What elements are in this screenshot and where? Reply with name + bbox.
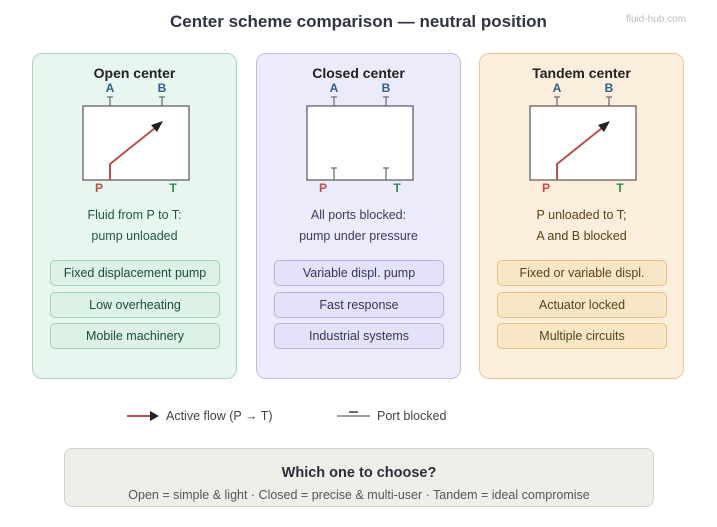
desc-line: All ports blocked: [310, 208, 407, 222]
port-t-label: T [393, 181, 401, 195]
feature-pill: Fast response [274, 291, 444, 318]
feature-pill: Multiple circuits [497, 323, 667, 349]
card-title: Closed center [312, 65, 405, 81]
port-b-label: B [382, 81, 391, 95]
valve-symbol-closed: A B P T [306, 81, 414, 195]
feature-pill: Industrial systems [274, 323, 444, 349]
desc-line: pump under pressure [299, 229, 418, 243]
page-title: Center scheme comparison — neutral posit… [170, 12, 547, 31]
port-p-label: P [319, 181, 327, 195]
card-description: All ports blocked: pump under pressure [257, 205, 460, 247]
port-b-label: B [158, 81, 167, 95]
port-a-label: A [106, 81, 115, 95]
port-b-label: B [605, 81, 614, 95]
card-description: Fluid from P to T: pump unloaded [33, 205, 236, 247]
card-closed-center: Closed center A B P T All ports blocked:… [256, 53, 461, 379]
feature-pill: Actuator locked [497, 291, 667, 318]
card-tandem-center: Tandem center A B P T P unloaded to T; A… [479, 53, 684, 379]
watermark: fluid-hub.com [626, 14, 687, 25]
valve-body [306, 105, 414, 181]
feature-pill: Low overheating [50, 291, 220, 318]
flow-arrow [556, 123, 608, 180]
flow-arrow [109, 123, 161, 180]
card-title: Open center [93, 65, 176, 81]
arrowhead-icon [598, 121, 610, 132]
desc-line: pump unloaded [91, 229, 178, 243]
port-p-label: P [542, 181, 550, 195]
legend: Active flow (P → T) Port blocked [0, 404, 717, 430]
valve-symbol-open: A B P T [82, 81, 190, 195]
recommendation-heading: Which one to choose? [281, 465, 437, 481]
port-p-label: P [95, 181, 103, 195]
port-a-label: A [330, 81, 339, 95]
recommendation-box: Which one to choose? Open = simple & lig… [64, 448, 654, 507]
legend-blocked-label: Port blocked [377, 409, 447, 423]
card-open-center: Open center A B P T Fluid from P to T: p… [32, 53, 237, 379]
port-t-label: T [616, 181, 624, 195]
card-description: P unloaded to T; A and B blocked [480, 205, 683, 247]
card-title: Tandem center [532, 65, 631, 81]
feature-list: Variable displ. pump Fast response Indus… [274, 260, 444, 355]
feature-pill: Variable displ. pump [274, 260, 444, 286]
feature-pill: Fixed or variable displ. [497, 260, 667, 286]
feature-pill: Fixed displacement pump [50, 260, 220, 286]
port-t-label: T [169, 181, 177, 195]
legend-flow-label: Active flow (P → T) [166, 409, 273, 423]
flow-arrow-icon [127, 411, 159, 421]
feature-list: Fixed displacement pump Low overheating … [50, 260, 220, 355]
feature-pill: Mobile machinery [50, 323, 220, 349]
desc-line: Fluid from P to T: [87, 208, 182, 222]
desc-line: A and B blocked [536, 229, 627, 243]
valve-symbol-tandem: A B P T [529, 81, 637, 195]
desc-line: P unloaded to T; [536, 208, 627, 222]
port-blocked-icon [337, 411, 370, 417]
recommendation-text: Open = simple & light · Closed = precise… [128, 488, 590, 502]
feature-list: Fixed or variable displ. Actuator locked… [497, 260, 667, 355]
arrowhead-icon [151, 121, 163, 132]
port-a-label: A [553, 81, 562, 95]
